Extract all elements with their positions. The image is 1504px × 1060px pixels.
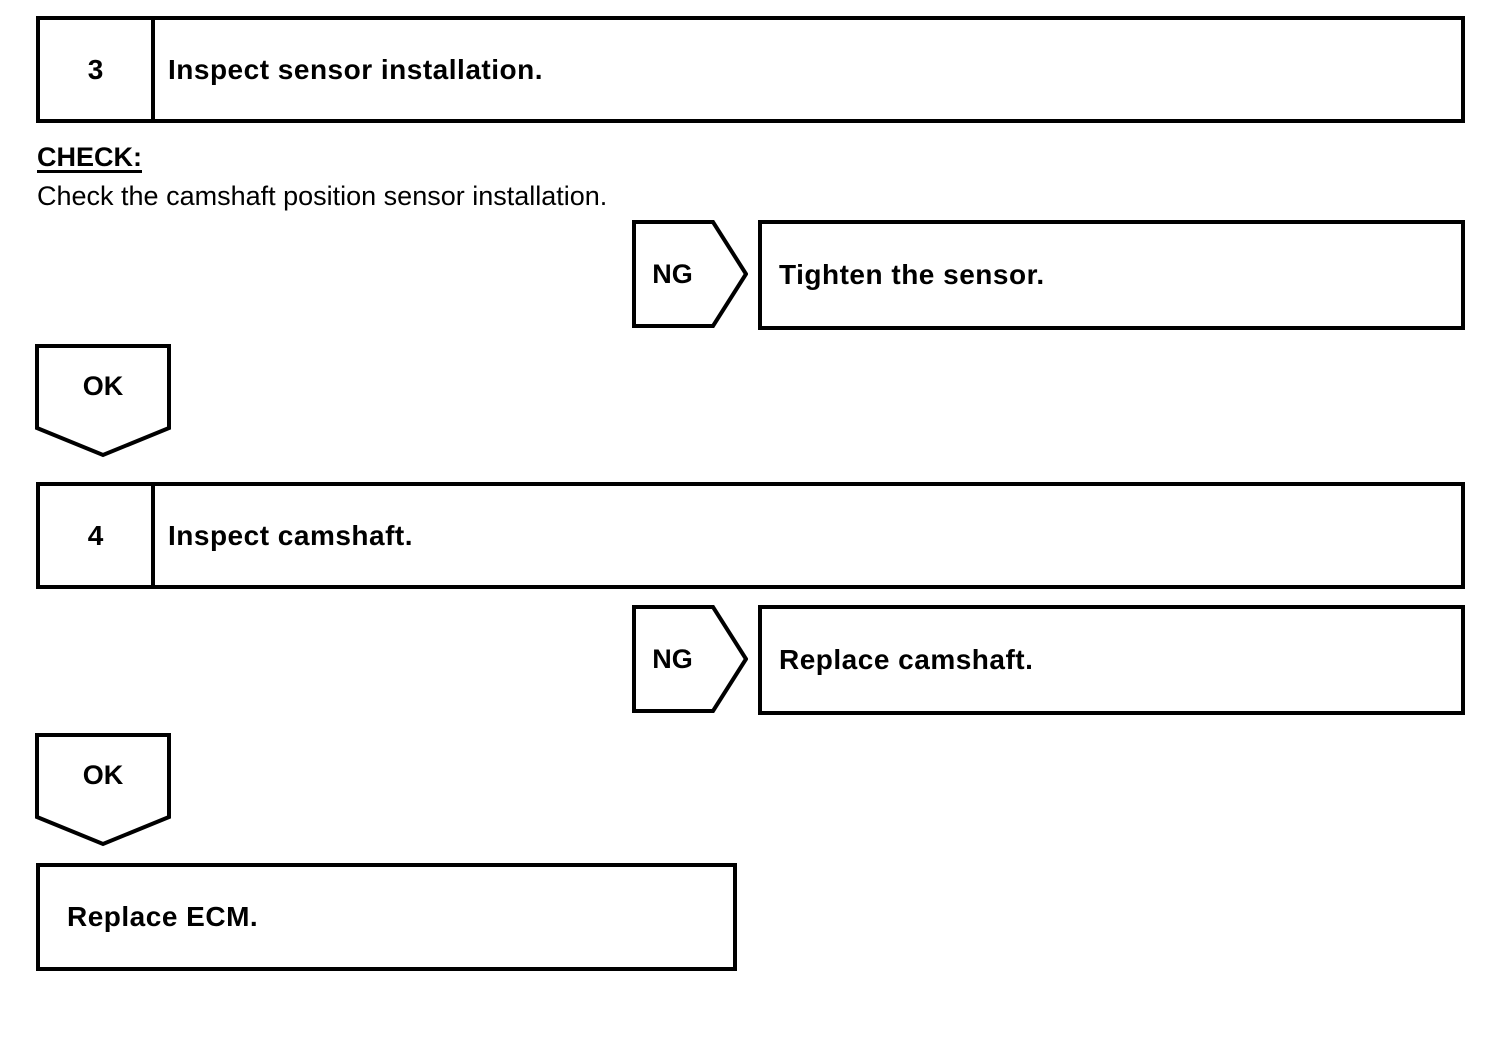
ng-connector-2: NG [632, 605, 748, 713]
ng-action-2-text: Replace camshaft. [779, 644, 1034, 675]
step-3-number: 3 [40, 20, 155, 119]
ng-connector-1: NG [632, 220, 748, 328]
step-4-number: 4 [40, 486, 155, 585]
ok-arrow-shape-icon [35, 733, 171, 847]
step-4-title: Inspect camshaft. [168, 519, 414, 551]
ng-arrow-shape-icon [632, 605, 748, 713]
final-action-box: Replace ECM. [36, 863, 737, 971]
ok-connector-2-label: OK [82, 759, 124, 790]
final-action-text: Replace ECM. [67, 901, 259, 932]
ng-connector-1-label: NG [652, 258, 693, 289]
ok-connector-1-label: OK [82, 370, 124, 401]
ok-connector-1: OK [35, 344, 171, 458]
ng-connector-2-label: NG [652, 643, 693, 674]
step-4-box: 4 Inspect camshaft. [36, 482, 1465, 589]
ng-action-2-box: Replace camshaft. [758, 605, 1465, 715]
step-3-box: 3 Inspect sensor installation. [36, 16, 1465, 123]
check-body-text: Check the camshaft position sensor insta… [37, 181, 608, 211]
ok-connector-2: OK [35, 733, 171, 847]
ng-arrow-shape-icon [632, 220, 748, 328]
ng-action-1-text: Tighten the sensor. [779, 259, 1045, 290]
ok-arrow-shape-icon [35, 344, 171, 458]
check-heading: CHECK: [37, 142, 142, 172]
step-3-title: Inspect sensor installation. [168, 53, 543, 85]
ng-action-1-box: Tighten the sensor. [758, 220, 1465, 330]
